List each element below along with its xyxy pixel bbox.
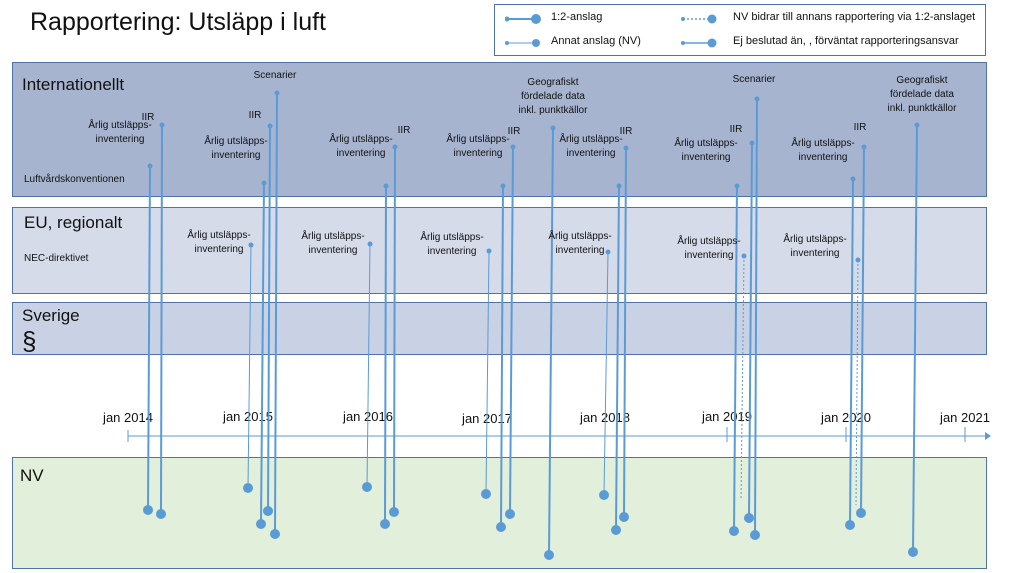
line-2019-iir: [748, 142, 753, 519]
label-2019-eu: Årlig utsläpps- inventering: [677, 236, 741, 261]
label-2018-inv: Årlig utsläpps- inventering: [559, 134, 623, 159]
label-2017-inv: Årlig utsläpps- inventering: [446, 134, 510, 159]
band-sweden: [12, 302, 987, 355]
label-2016-eu: Årlig utsläpps- inventering: [301, 231, 365, 256]
label-2017-eu: Årlig utsläpps- inventering: [420, 232, 484, 257]
label-2014-iir: IIR: [141, 112, 155, 123]
line-2016-iir: [393, 146, 396, 513]
label-2014-inv: Årlig utsläpps- inventering: [88, 120, 152, 145]
label-2015-eu: Årlig utsläpps- inventering: [187, 230, 251, 255]
label-2015-scen: Scenarier: [253, 70, 297, 81]
line-2019-scen: [754, 98, 758, 536]
year-label-2014: jan 2014: [103, 410, 153, 425]
line-2020-inv: [849, 178, 854, 526]
legend-symbol-4: [681, 38, 717, 48]
band-label-eu: EU, regionalt: [24, 213, 123, 232]
label-2020-iir: IIR: [853, 122, 867, 133]
page-title: Rapportering: Utsläpp i luft: [30, 8, 326, 36]
line-2017-geo: [548, 127, 554, 556]
line-2015-iir: [267, 125, 271, 512]
line-2020-geo: [912, 124, 918, 553]
timeline-arrow: [985, 432, 991, 440]
legend-label-4: Ej beslutad än, , förväntat rapportering…: [733, 35, 959, 47]
line-2015-eu: [247, 244, 252, 489]
label-2019-iir: IIR: [729, 124, 743, 135]
label-2015-inv: Årlig utsläpps- inventering: [204, 136, 268, 161]
band-international: [12, 62, 987, 197]
label-2016-iir: IIR: [397, 125, 411, 136]
line-2014-inv: [147, 165, 151, 511]
year-label-2021: jan 2021: [940, 410, 990, 425]
label-2020-geo: Geografiskt fördelade data inkl. punktkä…: [887, 75, 957, 114]
band-sub-eu: NEC-direktivet: [24, 253, 89, 264]
label-2020-eu: Årlig utsläpps- inventering: [783, 234, 847, 259]
legend: 1:2-anslag Annat anslag (NV) NV bidrar t…: [494, 4, 986, 56]
year-label-2015: jan 2015: [223, 409, 273, 424]
year-label-2020: jan 2020: [821, 410, 871, 425]
line-2015-scen: [274, 92, 278, 535]
band-nv: [12, 457, 987, 569]
band-eu: [12, 207, 987, 294]
paragraph-symbol: §: [22, 326, 37, 356]
line-2020-iir: [860, 146, 865, 514]
line-2016-inv: [384, 185, 387, 525]
label-2020-inv: Årlig utsläpps- inventering: [791, 138, 855, 163]
line-2020-eu: [855, 259, 859, 506]
line-2018-iir: [623, 147, 627, 518]
line-2019-inv: [733, 185, 738, 532]
band-label-sweden: Sverige: [22, 306, 80, 325]
label-2019-inv: Årlig utsläpps- inventering: [674, 138, 738, 163]
label-2017-geo: Geografiskt fördelade data inkl. punktkä…: [518, 77, 588, 116]
line-2017-inv: [500, 185, 504, 528]
label-2017-iir: IIR: [507, 126, 521, 137]
line-2018-eu: [603, 251, 609, 496]
line-2014-iir: [160, 124, 163, 515]
line-2019-eu: [740, 255, 745, 501]
label-2015-iir: IIR: [248, 110, 262, 121]
year-label-2019: jan 2019: [702, 409, 752, 424]
label-2018-eu: Årlig utsläpps- inventering: [548, 231, 612, 256]
line-2016-eu: [366, 243, 371, 488]
line-2015-inv: [260, 182, 265, 525]
legend-symbol-3: [681, 14, 717, 24]
line-2018-inv: [615, 185, 620, 531]
label-2019-scen: Scenarier: [732, 74, 776, 85]
label-2016-inv: Årlig utsläpps- inventering: [329, 134, 393, 159]
legend-symbol-1: [505, 14, 541, 24]
band-label-nv: NV: [20, 466, 44, 485]
band-label-international: Internationellt: [22, 75, 125, 94]
legend-label-2: Annat anslag (NV): [551, 35, 641, 47]
legend-label-1: 1:2-anslag: [551, 11, 603, 23]
line-2017-eu: [485, 250, 490, 495]
legend-symbol-2: [505, 39, 540, 47]
line-2017-iir: [509, 146, 514, 515]
label-2018-iir: IIR: [619, 126, 633, 137]
legend-label-3: NV bidrar till annans rapportering via 1…: [733, 11, 976, 23]
band-sub-international: Luftvårdskonventionen: [24, 174, 125, 185]
